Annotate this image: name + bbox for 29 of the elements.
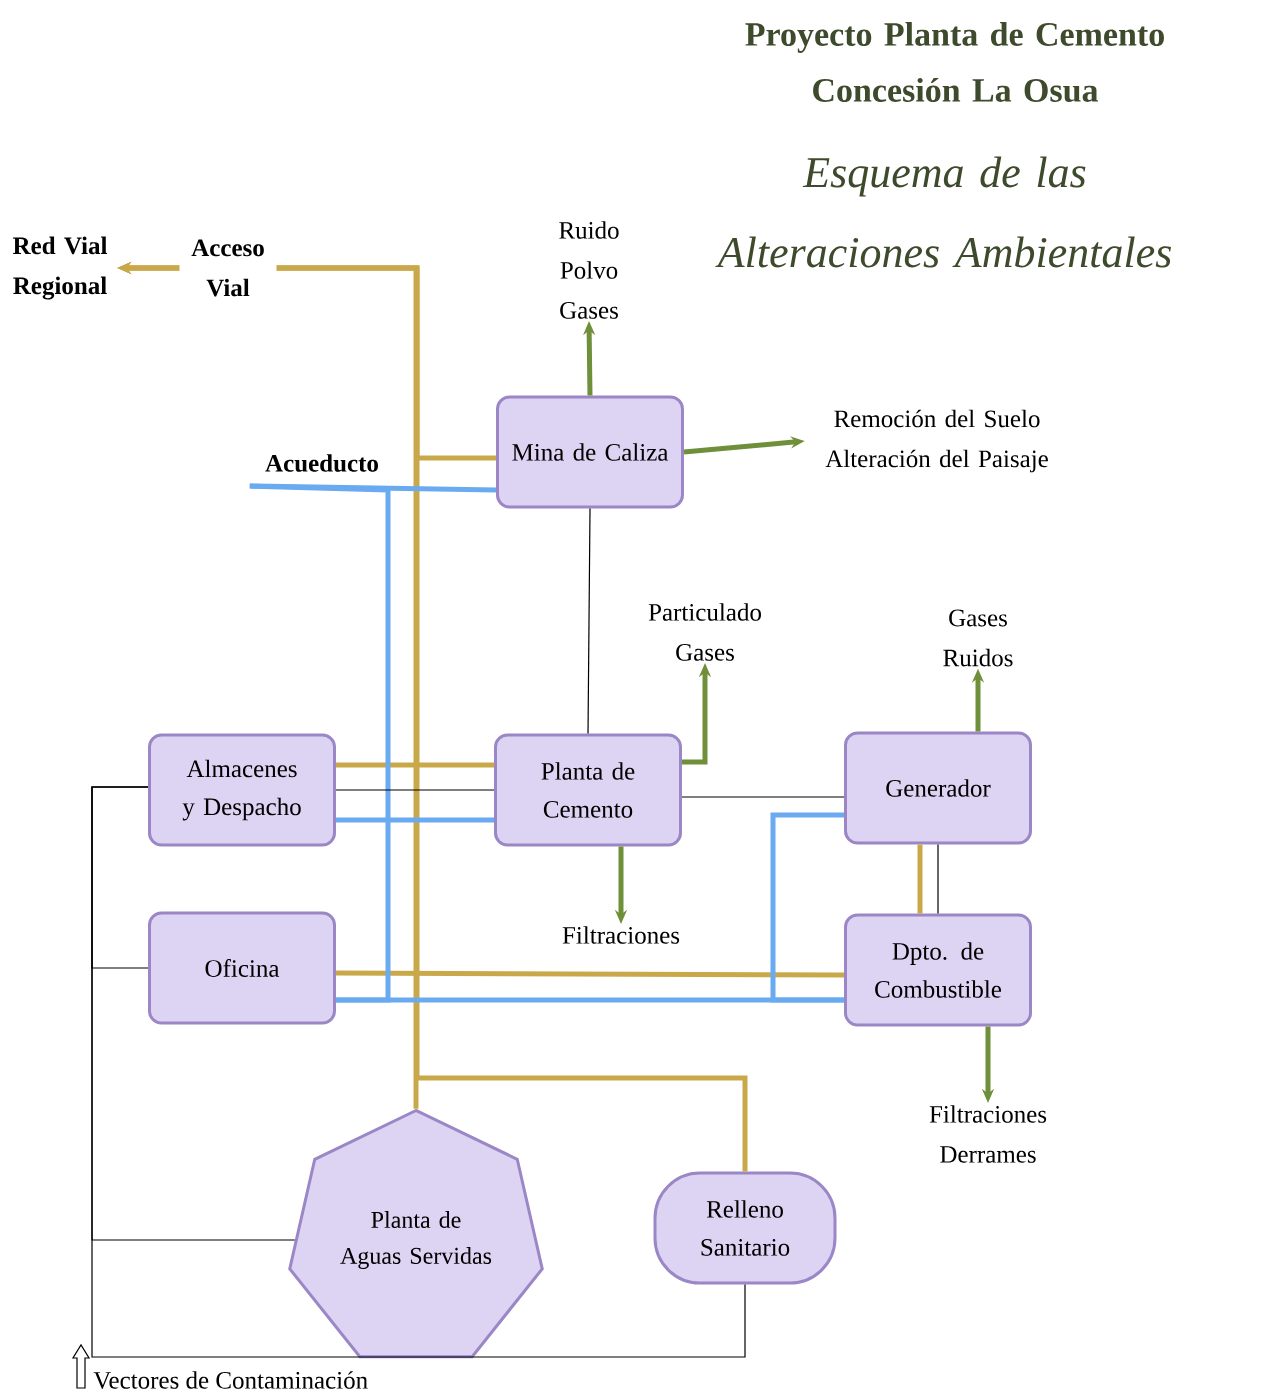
connector-line	[335, 789, 495, 791]
subtitle: Esquema de las Alteraciones Ambientales	[715, 156, 1171, 268]
output-text: Filtraciones	[562, 926, 680, 944]
connector-line	[336, 817, 494, 823]
connector-line	[917, 844, 923, 914]
title: Proyecto Planta de Cemento Concesión La Osua	[745, 22, 1164, 102]
process-box: Generador	[844, 731, 1032, 845]
connector-line	[336, 970, 844, 978]
process-box: Mina de Caliza	[496, 395, 684, 509]
place-text: Acueducto	[265, 454, 378, 472]
output-text: Gases Ruidos	[943, 609, 1013, 667]
connector-line	[91, 786, 746, 1358]
process-box: Planta de Cemento	[494, 733, 682, 847]
process-box: Dpto. de Combustible	[844, 913, 1032, 1027]
output-text: Particulado Gases	[648, 603, 761, 661]
process-box: Almacenes y Despacho	[148, 733, 336, 847]
place-text: Red Vial Regional	[12, 236, 108, 300]
connector-line	[681, 796, 845, 798]
process-box: Oficina	[148, 911, 336, 1025]
edge-label: Acceso Vial	[179, 238, 277, 298]
output-text: Filtraciones Derrames	[929, 1105, 1047, 1163]
output-text: Remoción del Suelo Alteración del Paisaje	[825, 409, 1048, 473]
rounded-box: Relleno Sanitario	[653, 1171, 837, 1285]
connector-line	[770, 812, 844, 1003]
connector-line	[587, 507, 591, 735]
legend-text: Vectores de Contaminación	[93, 1371, 368, 1389]
connector-line	[937, 843, 939, 915]
output-text: Ruido Polvo Gases	[559, 221, 619, 319]
connector-line	[336, 762, 494, 768]
